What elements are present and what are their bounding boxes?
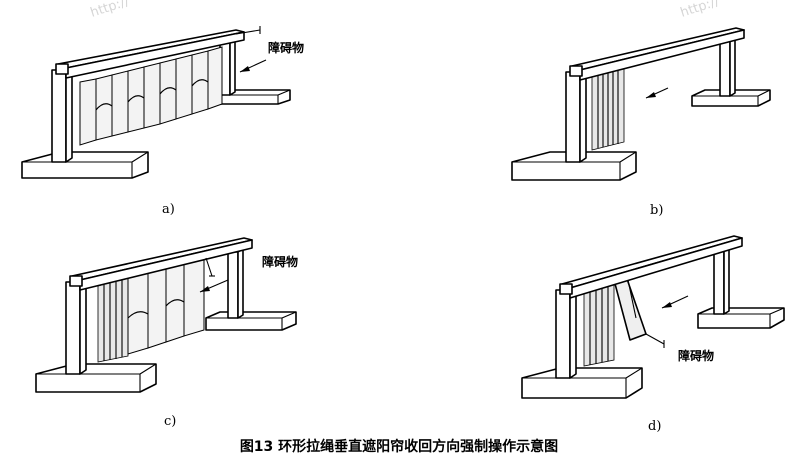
post-left xyxy=(51,65,73,163)
panel-label-b: b) xyxy=(650,203,663,218)
obstacle-arrow xyxy=(661,295,689,309)
post-left xyxy=(565,67,587,163)
post-right xyxy=(227,248,244,319)
obstacle-arrow xyxy=(199,279,229,293)
panel-b: b) xyxy=(511,27,771,218)
head-rail xyxy=(69,237,253,291)
base-left xyxy=(21,151,149,179)
obstacle-label-c: 障碍物 xyxy=(262,254,298,269)
base-right xyxy=(697,307,785,329)
curtain-stack xyxy=(583,275,647,367)
panel-label-a: a) xyxy=(162,202,175,217)
obstacle-arrow xyxy=(645,87,669,99)
head-rail xyxy=(559,235,743,299)
figure-caption: 图13 环形拉绳垂直遮阳帘收回方向强制操作示意图 xyxy=(239,439,559,455)
obstacle-label-a: 障碍物 xyxy=(268,40,304,55)
panel-d: 障碍物 d) xyxy=(521,235,785,434)
base-left xyxy=(35,363,157,393)
base-right xyxy=(205,311,297,331)
obstacle-arrow xyxy=(239,59,267,73)
panel-c: 障碍物 c) xyxy=(35,237,298,429)
panel-label-d: d) xyxy=(648,419,661,434)
obstacle-marker xyxy=(235,26,261,35)
curtain-slats xyxy=(127,257,205,355)
panel-a: 障碍物 a) xyxy=(21,26,304,217)
curtain-slats xyxy=(79,46,223,146)
head-rail xyxy=(569,27,745,81)
post-right xyxy=(713,246,730,315)
panel-label-c: c) xyxy=(164,414,176,429)
obstacle-marker xyxy=(205,257,215,277)
obstacle-marker xyxy=(645,333,665,348)
post-left xyxy=(65,277,87,375)
head-rail xyxy=(55,29,245,79)
obstacle-label-d: 障碍物 xyxy=(678,348,714,363)
post-left xyxy=(555,285,577,379)
base-left xyxy=(521,367,643,399)
curtain-stack xyxy=(97,277,129,363)
